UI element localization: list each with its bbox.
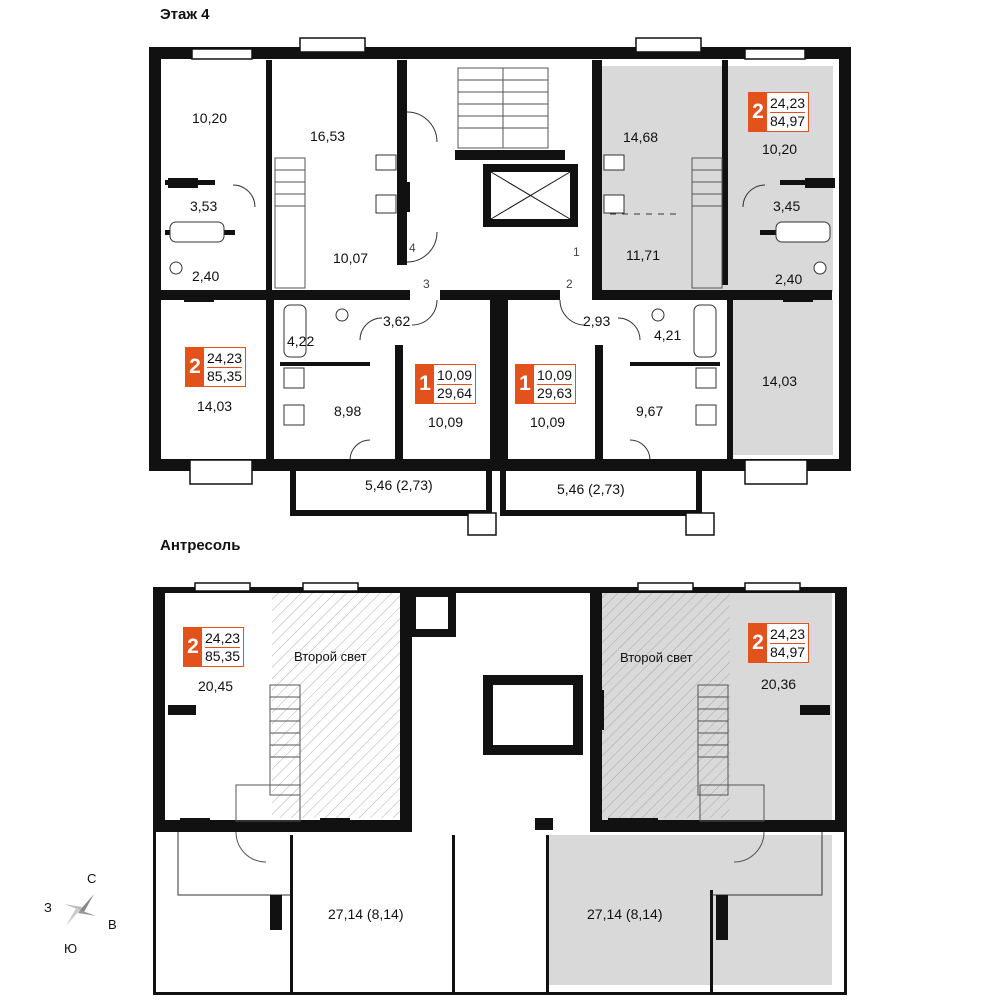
mezzanine-title: Антресоль: [160, 537, 241, 554]
room-area: 10,09: [428, 414, 464, 430]
compass-rose: [64, 894, 96, 926]
compass-west: З: [44, 900, 52, 915]
compass-east: В: [108, 917, 117, 932]
total-area: 84,97: [770, 112, 806, 129]
second-light-label: Второй свет: [620, 650, 693, 665]
room-area: 2,93: [583, 313, 611, 329]
terrace-area: 27,14 (8,14): [328, 906, 404, 922]
room-count: 2: [749, 93, 767, 131]
highlight-mezz-terrace: [548, 835, 832, 985]
compass-south: Ю: [64, 941, 78, 956]
door-number: 2: [566, 277, 573, 291]
floor-title: Этаж 4: [160, 6, 210, 23]
second-light-left: [272, 593, 400, 818]
room-count: 1: [416, 365, 434, 403]
staircase-main: [457, 67, 549, 149]
balcony-left: [290, 462, 492, 516]
balcony-right: [500, 462, 702, 516]
total-area: 85,35: [205, 647, 241, 664]
living-area: 10,09: [437, 366, 473, 385]
room-area: 2,40: [775, 271, 803, 287]
room-area: 3,45: [773, 198, 801, 214]
room-count: 2: [186, 348, 204, 386]
terrace-area: 27,14 (8,14): [587, 906, 663, 922]
room-area: 14,03: [197, 398, 233, 414]
room-area: 10,20: [762, 141, 798, 157]
room-area: 8,98: [334, 403, 362, 419]
total-area: 85,35: [207, 367, 243, 384]
second-light-label: Второй свет: [294, 649, 367, 664]
living-area: 24,23: [770, 94, 806, 113]
room-area: 3,53: [190, 198, 218, 214]
room-area: 10,20: [192, 110, 228, 126]
living-area: 24,23: [770, 625, 806, 644]
door-number: 4: [409, 241, 416, 255]
room-area: 10,09: [530, 414, 566, 430]
room-area: 2,40: [192, 268, 220, 284]
living-area: 10,09: [537, 366, 573, 385]
room-count: 1: [516, 365, 534, 403]
room-area: 11,71: [626, 247, 660, 263]
living-area: 24,23: [205, 629, 241, 648]
room-area: 4,22: [287, 333, 315, 349]
balcony-area: 5,46 (2,73): [365, 477, 433, 493]
room-count: 2: [184, 628, 202, 666]
room-area: 20,45: [198, 678, 234, 694]
room-area: 20,36: [761, 676, 797, 692]
room-area: 9,67: [636, 403, 664, 419]
room-area: 16,53: [310, 128, 346, 144]
total-area: 29,63: [537, 384, 573, 401]
room-area: 3,62: [383, 313, 411, 329]
room-area: 14,68: [623, 129, 659, 145]
door-number: 3: [423, 277, 430, 291]
balcony-area: 5,46 (2,73): [557, 481, 625, 497]
floor4-plan: [149, 37, 851, 536]
mezzanine-plan: [153, 582, 847, 995]
highlight-apartment-right-lower: [727, 300, 833, 455]
total-area: 84,97: [770, 643, 806, 660]
total-area: 29,64: [437, 384, 473, 401]
second-light-right: [602, 593, 730, 818]
living-area: 24,23: [207, 349, 243, 368]
room-count: 2: [749, 624, 767, 662]
room-area: 14,03: [762, 373, 798, 389]
room-area: 4,21: [654, 327, 682, 343]
door-number: 1: [573, 245, 580, 259]
compass-north: С: [87, 871, 97, 886]
room-area: 10,07: [333, 250, 369, 266]
